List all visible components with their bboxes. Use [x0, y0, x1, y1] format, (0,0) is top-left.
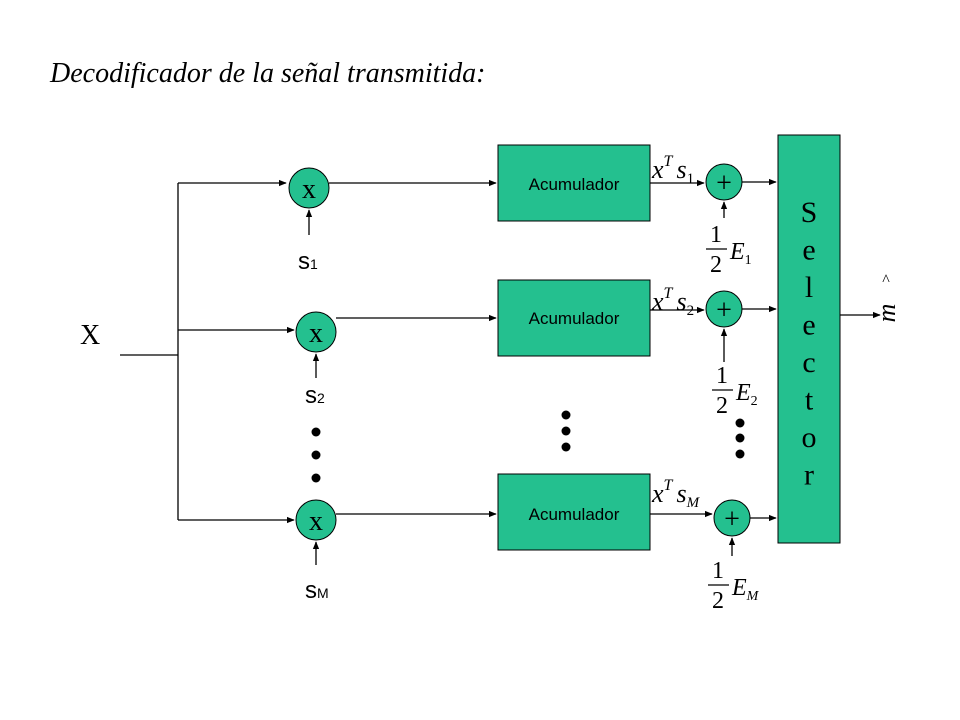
svg-text:2: 2: [710, 252, 722, 278]
energy-term-m: 1 2 EM: [708, 558, 760, 614]
diagram-title: Decodificador de la señal transmitida:: [49, 58, 486, 89]
energy-term-2: 1 2 E2: [712, 363, 758, 419]
accumulator-1-label: Acumulador: [529, 175, 620, 194]
accumulator-1: [497, 144, 651, 222]
signal-s2-label: s2: [305, 382, 325, 409]
svg-text:E2: E2: [735, 380, 758, 409]
svg-text:S: S: [801, 196, 818, 229]
output-symbol: m: [872, 304, 901, 323]
svg-text:1: 1: [716, 363, 728, 389]
signal-s1-label: s1: [298, 248, 318, 275]
ellipsis-dot-mid-1: [561, 410, 571, 420]
multiplier-2: [295, 311, 337, 353]
ellipsis-dot-right-3: [735, 449, 745, 459]
multiplier-1: [288, 167, 330, 209]
svg-text:EM: EM: [731, 575, 760, 604]
multiplier-1-symbol: x: [302, 174, 316, 205]
energy-term-1: 1 2 E1: [706, 222, 752, 278]
selector-label: S e l e c t o r e: [801, 196, 818, 492]
svg-text:e: e: [802, 309, 815, 342]
adder-2-symbol: +: [716, 295, 732, 326]
selector-block: [777, 134, 841, 544]
accumulator-2-label: Acumulador: [529, 309, 620, 328]
ellipsis-dot-left-1: [311, 427, 321, 437]
svg-text:o: o: [802, 421, 817, 454]
ellipsis-dot-right-2: [735, 433, 745, 443]
adder-m-symbol: +: [724, 504, 740, 535]
svg-text:r: r: [804, 459, 814, 492]
svg-text:1: 1: [710, 222, 722, 248]
svg-text:2: 2: [712, 588, 724, 614]
svg-text:2: 2: [716, 393, 728, 419]
accumulator-m-label: Acumulador: [529, 505, 620, 524]
ellipsis-dot-mid-3: [561, 442, 571, 452]
svg-text:t: t: [805, 384, 814, 417]
ellipsis-dot-left-2: [311, 450, 321, 460]
ellipsis-dot-right-1: [735, 418, 745, 428]
adder-1-symbol: +: [716, 168, 732, 199]
multiplier-m-symbol: x: [309, 506, 323, 537]
svg-text:l: l: [805, 271, 813, 304]
signal-sm-label: sM: [305, 577, 329, 604]
ellipsis-dot-mid-2: [561, 426, 571, 436]
accumulator-2: [497, 279, 651, 357]
svg-text:e: e: [802, 234, 815, 267]
svg-text:1: 1: [712, 558, 724, 584]
accumulator-m: [497, 473, 651, 551]
svg-text:c: c: [802, 346, 815, 379]
svg-text:E1: E1: [729, 239, 752, 268]
multiplier-m: [295, 499, 337, 541]
output-hat: ^: [882, 272, 890, 289]
input-label: X: [80, 320, 100, 351]
ellipsis-dot-left-3: [311, 473, 321, 483]
multiplier-2-symbol: x: [309, 318, 323, 349]
